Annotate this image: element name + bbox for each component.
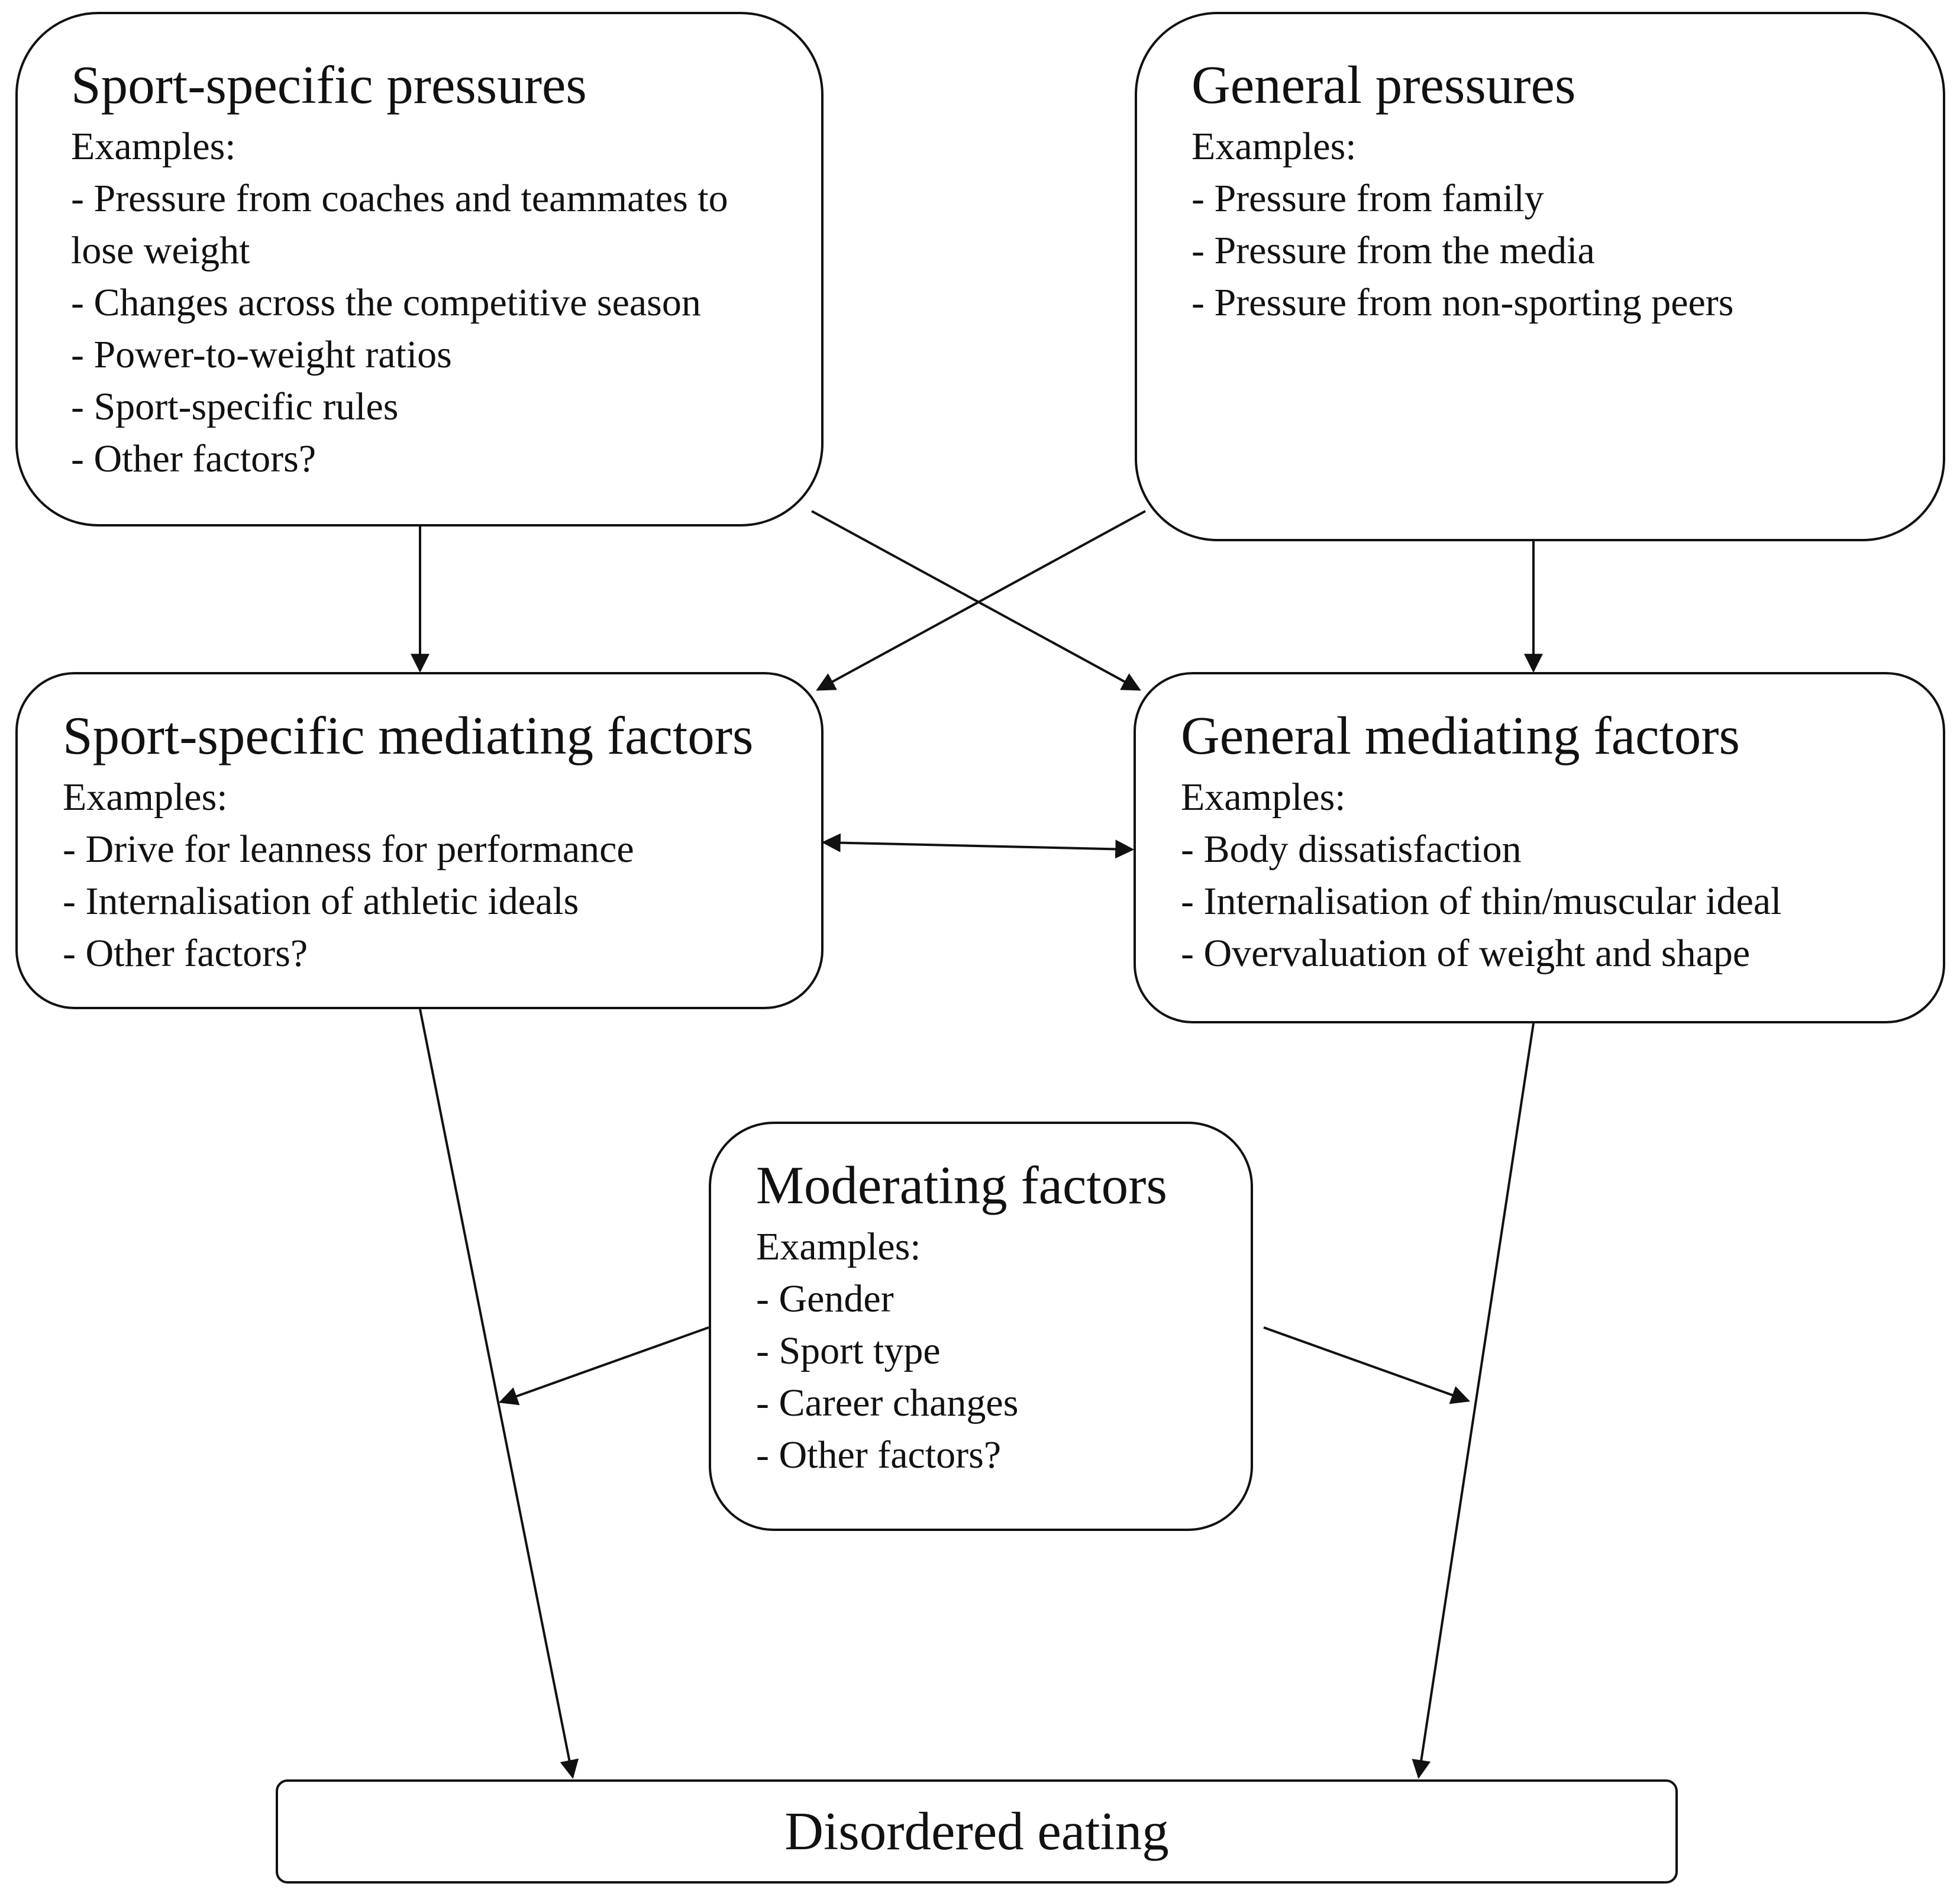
sport-specific-pressures-item: - Changes across the competitive season: [71, 280, 701, 324]
sport-specific-pressures-list: - Pressure from coaches and teammates to…: [71, 173, 821, 485]
arrow-sport-mediating-to-disordered-eating: [419, 1009, 579, 1779]
arrow-general-pressures-to-sport-mediating: [816, 510, 1146, 691]
general-pressures-examples-label: Examples:: [1192, 124, 1357, 168]
sport-specific-mediating-factors-box: Sport-specific mediating factors Example…: [15, 672, 824, 1009]
sport-specific-pressures-item: - Sport-specific rules: [71, 385, 399, 428]
general-pressures-box: General pressures Examples: - Pressure f…: [1135, 12, 1945, 541]
general-pressures-item: - Pressure from family: [1192, 176, 1544, 220]
disordered-eating-title: Disordered eating: [784, 1801, 1169, 1862]
arrow-moderating-to-right-path: [1263, 1326, 1471, 1404]
general-mediating-factors-box: General mediating factors Examples: - Bo…: [1134, 672, 1945, 1023]
moderating-factors-item: - Sport type: [756, 1329, 941, 1372]
arrow-mediating-bidirectional: [821, 833, 1135, 859]
sport-specific-mediating-factors-item: - Internalisation of athletic ideals: [63, 879, 579, 923]
general-mediating-factors-examples-label: Examples:: [1181, 775, 1346, 819]
sport-specific-mediating-factors-item: - Other factors?: [63, 931, 308, 975]
sport-specific-mediating-factors-title: Sport-specific mediating factors: [63, 706, 754, 765]
moderating-factors-list: - Gender - Sport type - Career changes -…: [756, 1273, 1251, 1481]
general-pressures-title: General pressures: [1192, 55, 1576, 115]
arrow-moderating-to-left-path: [498, 1326, 709, 1406]
sport-specific-mediating-factors-item: - Drive for leanness for performance: [63, 827, 634, 871]
sport-specific-pressures-title: Sport-specific pressures: [71, 55, 587, 115]
general-pressures-item: - Pressure from non-sporting peers: [1192, 280, 1734, 324]
moderating-factors-item: - Gender: [756, 1277, 894, 1320]
disordered-eating-box: Disordered eating: [276, 1779, 1678, 1884]
moderating-factors-examples-label: Examples:: [756, 1225, 921, 1268]
general-mediating-factors-item: - Body dissatisfaction: [1181, 827, 1522, 871]
moderating-factors-item: - Other factors?: [756, 1433, 1002, 1477]
sport-specific-pressures-item: - Pressure from coaches and teammates to…: [71, 176, 728, 272]
sport-specific-pressures-item: - Other factors?: [71, 437, 317, 480]
sport-specific-mediating-factors-list: - Drive for leanness for performance - I…: [63, 823, 821, 980]
moderating-factors-item: - Career changes: [756, 1381, 1019, 1424]
sport-specific-mediating-factors-examples-label: Examples:: [63, 775, 228, 819]
general-mediating-factors-title: General mediating factors: [1181, 706, 1740, 765]
general-mediating-factors-item: - Internalisation of thin/muscular ideal: [1181, 879, 1782, 923]
sport-specific-pressures-examples-label: Examples:: [71, 124, 236, 168]
arrow-sport-pressures-to-general-mediating: [811, 510, 1141, 691]
moderating-factors-box: Moderating factors Examples: - Gender - …: [709, 1122, 1253, 1531]
general-mediating-factors-list: - Body dissatisfaction - Internalisation…: [1181, 823, 1943, 980]
general-pressures-list: - Pressure from family - Pressure from t…: [1192, 173, 1943, 329]
general-mediating-factors-item: - Overvaluation of weight and shape: [1181, 931, 1751, 975]
sport-specific-pressures-box: Sport-specific pressures Examples: - Pre…: [15, 12, 824, 526]
moderating-factors-title: Moderating factors: [756, 1155, 1167, 1215]
general-pressures-item: - Pressure from the media: [1192, 228, 1595, 272]
arrow-general-mediating-to-disordered-eating: [1412, 1023, 1535, 1779]
sport-specific-pressures-item: - Power-to-weight ratios: [71, 332, 452, 376]
